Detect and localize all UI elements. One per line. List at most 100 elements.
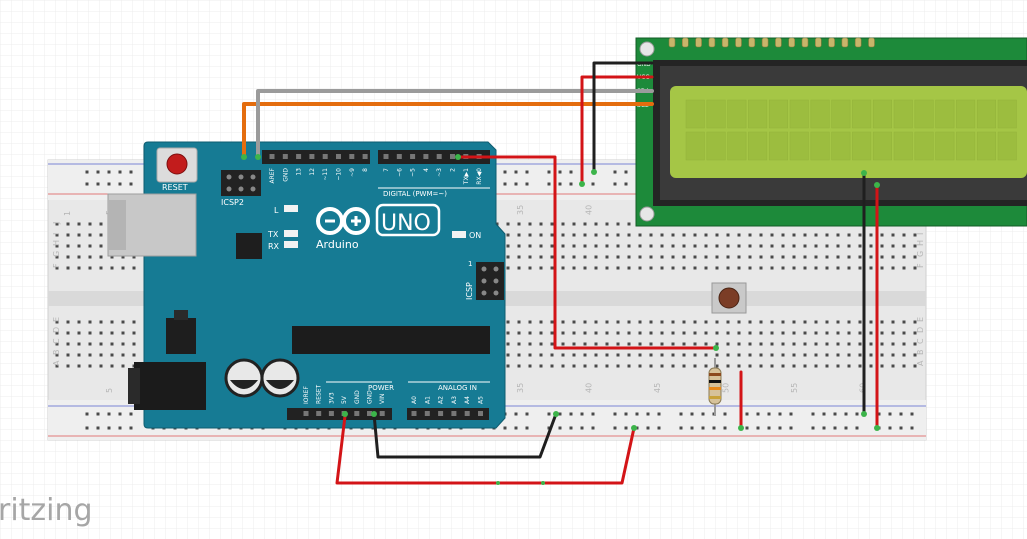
icsp2-label: ICSP2 — [221, 198, 244, 207]
reset-label: RESET — [162, 183, 188, 192]
row-letter: D — [916, 327, 925, 333]
power-pin-label: 5V — [341, 395, 348, 404]
icsp2-header — [221, 170, 261, 196]
wires — [241, 61, 880, 485]
row-letter: H — [52, 240, 61, 246]
digital-header-low — [378, 150, 490, 164]
header-pin-label: ~11 — [322, 168, 329, 181]
power-pin-label: VIN — [379, 394, 386, 404]
header-pin-label: ~10 — [336, 168, 343, 181]
rx-label: RX — [268, 242, 280, 251]
digital-header-high — [262, 150, 370, 164]
edge-number: 1 — [63, 211, 72, 216]
uno-label: UNO — [381, 211, 431, 236]
voltage-regulator — [166, 318, 196, 354]
row-letter: F — [52, 263, 61, 268]
column-number: 40 — [585, 205, 594, 215]
power-label: POWER — [368, 384, 394, 392]
led-tx — [284, 230, 298, 237]
power-pin-label: GND — [367, 390, 374, 404]
row-letter: I — [916, 233, 925, 235]
wire-pin2-red — [456, 155, 718, 350]
wire-gnd-board-black — [372, 412, 558, 459]
row-letters: JJIIHHGGFFEEDDCCBBAA — [52, 222, 925, 366]
push-button[interactable] — [711, 282, 747, 314]
wire-sda-gray — [256, 89, 654, 158]
analog-pin-label: A4 — [464, 396, 471, 404]
header-pin-label: ~6 — [396, 168, 403, 177]
led-on — [452, 231, 466, 238]
led-l — [284, 205, 298, 212]
row-letter: A — [52, 360, 61, 366]
header-pin-label: GND — [282, 168, 289, 182]
analog-header — [407, 408, 489, 420]
power-pin-label: GND — [354, 390, 361, 404]
power-header — [287, 408, 392, 420]
column-number: 50 — [722, 383, 731, 393]
row-letter: G — [52, 251, 61, 257]
capacitors — [224, 358, 300, 398]
column-number: 45 — [653, 383, 662, 393]
bottom-header-labels: IOREF RESET 3V3 5V GND GND VIN A0 A1 A2 A3 A4 A5 — [303, 384, 485, 404]
wire-vcc-red — [580, 75, 654, 186]
header-pin-label: RX◀0 — [476, 168, 483, 185]
wire-gnd-black — [592, 61, 654, 174]
analog-pin-label: A2 — [438, 396, 445, 404]
analog-pin-label: A3 — [451, 396, 458, 404]
power-jack — [134, 362, 206, 410]
wire-5v-red — [335, 414, 636, 485]
analog-pin-label: A5 — [478, 396, 485, 404]
header-pin-label: ~9 — [349, 168, 356, 177]
row-letter: B — [52, 350, 61, 356]
arduino-logo — [316, 207, 370, 235]
brand-label: Arduino — [316, 238, 359, 251]
column-number: 35 — [516, 205, 525, 215]
digital-label: DIGITAL (PWM=~) — [383, 190, 447, 198]
power-pin-label: IOREF — [303, 386, 310, 404]
usb-chip — [236, 233, 262, 259]
row-letter: I — [52, 233, 61, 235]
lcd-top-pins — [668, 37, 875, 48]
tx-label: TX — [267, 230, 279, 239]
row-letter: E — [52, 317, 61, 322]
header-pin-label: ~3 — [436, 168, 443, 177]
icsp-label: ICSP — [465, 282, 474, 300]
led-l-label: L — [274, 206, 279, 215]
power-pin-label: 3V3 — [328, 392, 335, 404]
header-pin-label: 13 — [296, 168, 303, 176]
analog-pin-label: A0 — [411, 396, 418, 404]
header-pin-label: 8 — [362, 168, 369, 172]
atmega-chip — [292, 326, 490, 354]
row-letter: G — [916, 251, 925, 257]
power-pin-label: RESET — [316, 384, 323, 404]
resistor — [708, 358, 722, 416]
row-letter: C — [916, 338, 925, 344]
analog-pin-label: A1 — [424, 396, 431, 404]
uno-badge — [375, 203, 441, 237]
row-letter: A — [916, 360, 925, 366]
column-number: 55 — [790, 383, 799, 393]
header-pin-label: TX▶1 — [463, 168, 470, 185]
icsp-header — [476, 262, 504, 300]
row-letter: E — [916, 317, 925, 322]
analog-label: ANALOG IN — [438, 384, 477, 392]
column-number: 5 — [105, 388, 114, 393]
header-pin-label: 4 — [423, 168, 430, 172]
header-pin-label: 2 — [450, 168, 457, 172]
lcd-character-cells — [685, 99, 1017, 161]
row-letter: F — [916, 263, 925, 268]
column-number: 40 — [585, 383, 594, 393]
icsp-pin1-label: 1 — [468, 260, 472, 268]
header-pin-label: AREF — [269, 167, 276, 183]
fritzing-logo: ritzing — [0, 493, 93, 528]
row-letter: J — [52, 222, 61, 225]
on-label: ON — [469, 231, 481, 240]
wire-scl-orange — [242, 102, 654, 158]
row-letter: C — [52, 338, 61, 344]
led-rx — [284, 241, 298, 248]
header-pin-label: 12 — [309, 168, 316, 176]
header-pin-label: 7 — [383, 168, 390, 172]
